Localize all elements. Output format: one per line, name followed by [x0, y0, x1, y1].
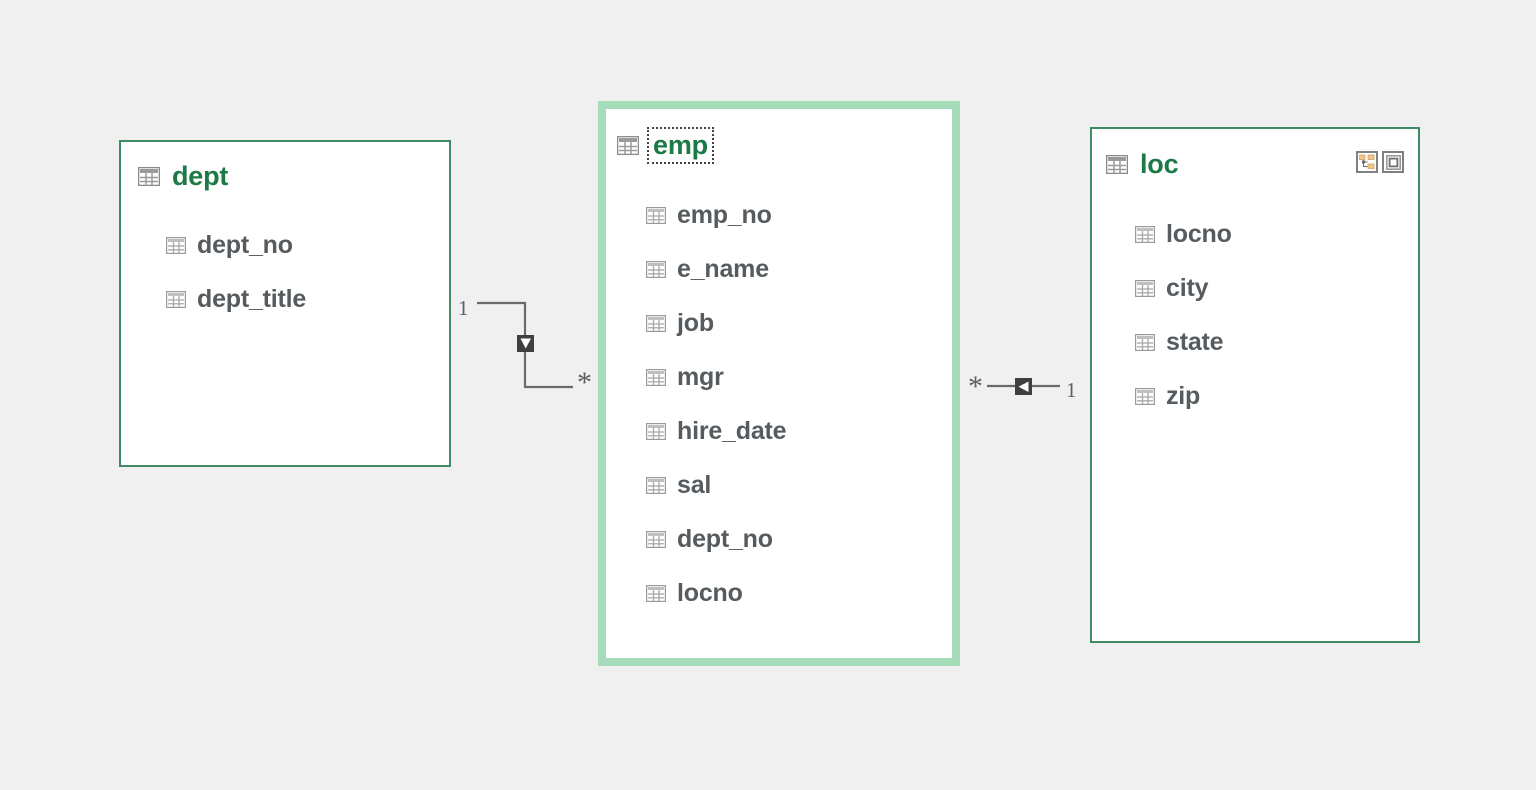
relationship-arrow-glyph	[1018, 381, 1029, 392]
field-row[interactable]: hire_date	[646, 404, 787, 458]
table-field-icon	[1135, 387, 1155, 405]
entity-loc[interactable]: loc	[1090, 127, 1420, 643]
hierarchy-icon[interactable]	[1356, 151, 1378, 173]
field-name: locno	[677, 578, 743, 607]
table-field-icon	[646, 368, 666, 386]
relationship-emp-loc[interactable]: * 1	[965, 366, 1085, 410]
table-field-icon	[646, 314, 666, 332]
field-name: locno	[1166, 219, 1232, 248]
entity-loc-title[interactable]: loc	[1140, 149, 1179, 179]
cardinality-to-label: *	[577, 366, 592, 399]
table-field-icon	[646, 530, 666, 548]
table-field-icon	[646, 584, 666, 602]
entity-emp-title[interactable]: emp	[647, 127, 714, 164]
table-field-icon	[1135, 225, 1155, 243]
table-icon	[1106, 155, 1128, 174]
relationship-line	[477, 301, 573, 389]
field-name: city	[1166, 273, 1209, 302]
entity-dept-header[interactable]: dept	[138, 163, 228, 190]
entity-loc-header[interactable]: loc	[1106, 149, 1179, 179]
field-name: zip	[1166, 381, 1201, 410]
field-row[interactable]: job	[646, 296, 786, 350]
field-name: dept_title	[197, 284, 307, 313]
relationship-line	[987, 378, 1060, 395]
cardinality-from-label: 1	[458, 296, 469, 320]
field-row[interactable]: locno	[1135, 207, 1232, 261]
cardinality-to-label: 1	[1066, 378, 1077, 402]
table-field-icon	[646, 260, 666, 278]
field-row[interactable]: mgr	[646, 350, 786, 404]
field-name: mgr	[677, 362, 724, 391]
relationship-dept-emp[interactable]: 1 *	[455, 290, 605, 400]
table-icon	[138, 167, 160, 186]
table-field-icon	[166, 290, 186, 308]
field-row[interactable]: dept_no	[166, 218, 306, 272]
field-name: job	[677, 308, 714, 337]
entity-emp-header[interactable]: emp	[617, 127, 714, 164]
field-name: hire_date	[677, 416, 787, 445]
field-row[interactable]: e_name	[646, 242, 786, 296]
table-field-icon	[166, 236, 186, 254]
field-row[interactable]: state	[1135, 315, 1232, 369]
entity-emp[interactable]: emp emp_no	[598, 101, 960, 666]
field-row[interactable]: sal	[646, 458, 786, 512]
field-row[interactable]: city	[1135, 261, 1232, 315]
table-icon	[617, 136, 639, 155]
field-name: dept_no	[677, 524, 773, 553]
field-row[interactable]: emp_no	[646, 188, 786, 242]
table-field-icon	[1135, 279, 1155, 297]
entity-dept[interactable]: dept	[119, 140, 451, 467]
relationship-arrow-glyph	[520, 338, 531, 349]
field-row[interactable]: dept_title	[166, 272, 306, 326]
entity-loc-body: loc	[1092, 129, 1418, 641]
table-field-icon	[646, 476, 666, 494]
field-name: state	[1166, 327, 1224, 356]
table-field-icon	[1135, 333, 1155, 351]
entity-loc-header-actions	[1356, 151, 1404, 173]
cardinality-from-label: *	[968, 370, 983, 403]
field-name: sal	[677, 470, 712, 499]
restore-window-icon[interactable]	[1382, 151, 1404, 173]
field-row[interactable]: zip	[1135, 369, 1232, 423]
entity-loc-field-list: locno city	[1135, 207, 1232, 423]
entity-dept-body: dept	[121, 142, 449, 465]
field-row[interactable]: dept_no	[646, 512, 786, 566]
table-field-icon	[646, 422, 666, 440]
entity-dept-field-list: dept_no	[166, 218, 306, 326]
entity-dept-title[interactable]: dept	[172, 161, 229, 191]
table-field-icon	[646, 206, 666, 224]
field-name: e_name	[677, 254, 769, 283]
entity-emp-body: emp emp_no	[608, 111, 950, 656]
field-name: emp_no	[677, 200, 772, 229]
field-name: dept_no	[197, 230, 293, 259]
entity-emp-field-list: emp_no e_name	[646, 188, 787, 620]
field-row[interactable]: locno	[646, 566, 786, 620]
